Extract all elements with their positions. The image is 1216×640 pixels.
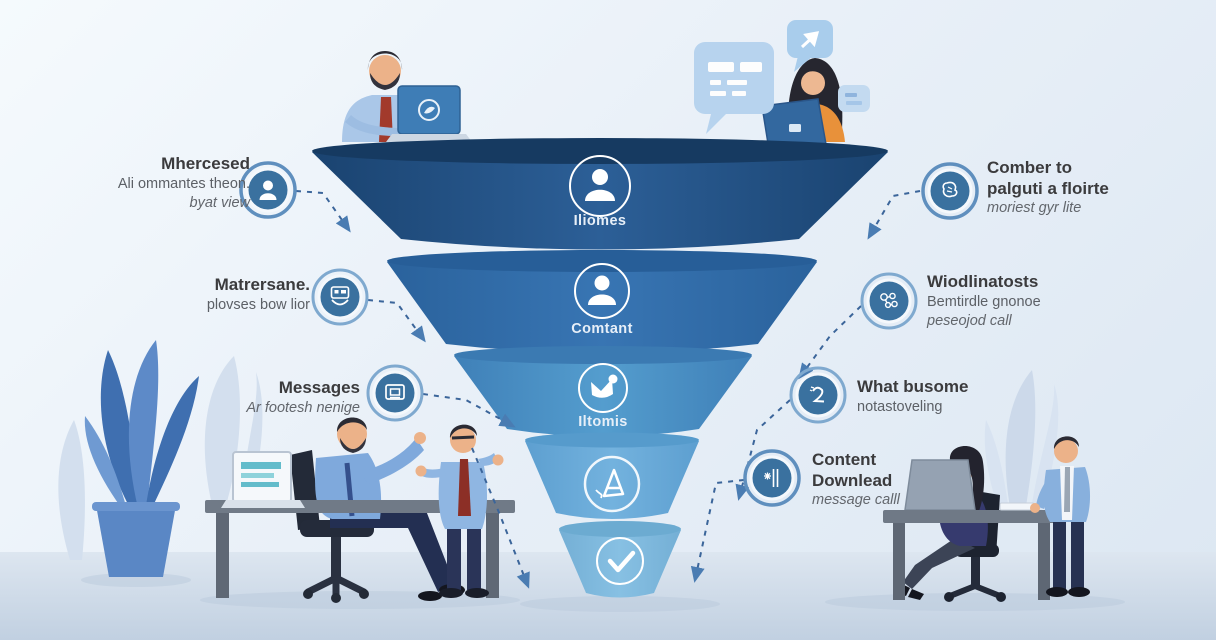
funnel-tier-5 bbox=[559, 521, 681, 598]
label-line: peseojod call bbox=[927, 312, 1012, 329]
label-title: Matrersane. bbox=[214, 275, 310, 294]
id-card-icon bbox=[366, 364, 424, 422]
label-line: Ar footesh nenige bbox=[246, 399, 360, 416]
side-icons bbox=[239, 161, 979, 507]
label-block-right-1: Comber to palguti a floirte moriest gyr … bbox=[987, 158, 1197, 219]
label-block-right-3: What busome notastoveling bbox=[857, 377, 1057, 417]
pale-plant-right bbox=[984, 370, 1059, 520]
label-block-left-3: Messages Ar footesh nenige bbox=[160, 378, 360, 418]
asterisk-icon bbox=[743, 449, 801, 507]
label-line: message calll bbox=[812, 492, 900, 509]
man-at-laptop-top-left bbox=[342, 51, 472, 142]
label-block-right-4: Content Downlead message calll bbox=[812, 450, 1002, 511]
tier2-user-icon bbox=[574, 263, 630, 319]
label-line: moriest gyr lite bbox=[987, 200, 1082, 217]
label-title: palguti a floirte bbox=[987, 178, 1109, 198]
speech-bubble-arrow bbox=[787, 20, 833, 72]
funnel-tier-2 bbox=[387, 250, 817, 353]
label-title: Messages bbox=[278, 378, 360, 397]
label-title: Comber to bbox=[987, 158, 1072, 177]
speech-bubble-large bbox=[694, 42, 774, 134]
label-title: What busome bbox=[857, 377, 969, 396]
share-arrow-icon bbox=[800, 31, 820, 49]
arrow-left-3 bbox=[422, 393, 516, 428]
funnel-tier-4 bbox=[525, 432, 699, 519]
label-block-right-2: Wiodlinatosts Bemtirdle gnonoe peseojod … bbox=[927, 272, 1147, 331]
funnel-tier1-label: Iliomes bbox=[573, 213, 627, 229]
arrow-right-2 bbox=[798, 305, 862, 380]
label-title: Wiodlinatosts bbox=[927, 272, 1039, 291]
user-icon bbox=[239, 161, 297, 219]
arrow-right-1 bbox=[867, 190, 921, 240]
tier4-paper-plane-icon bbox=[583, 455, 641, 513]
number-2-icon bbox=[789, 366, 847, 424]
label-line: byat view bbox=[189, 194, 250, 211]
chat-face-icon bbox=[311, 268, 369, 326]
label-line: notastoveling bbox=[857, 398, 943, 415]
molecule-icon bbox=[860, 272, 918, 330]
tier1-user-icon bbox=[569, 155, 631, 217]
arrow-left-4 bbox=[471, 447, 530, 589]
funnel-tier2-label: Comtant bbox=[571, 321, 633, 337]
speech-bubble-small bbox=[838, 85, 870, 112]
label-title: Mhercesed bbox=[161, 154, 250, 173]
label-block-left-2: Matrersane. plovses bow lior bbox=[110, 275, 310, 315]
laptop-logo-icon bbox=[418, 99, 440, 121]
funnel bbox=[312, 138, 888, 612]
label-line: plovses bow lior bbox=[206, 296, 310, 313]
arrow-left-1 bbox=[295, 190, 351, 233]
hand-gesture-icon bbox=[921, 162, 979, 220]
tier3-check-badge-icon bbox=[578, 363, 628, 413]
arrow-left-2 bbox=[367, 299, 426, 343]
label-block-left-1: Mhercesed Ali ommantes theon. byat view bbox=[35, 154, 250, 213]
label-line: Ali ommantes theon. bbox=[117, 175, 250, 192]
potted-plant bbox=[81, 340, 199, 587]
label-title: Downlead bbox=[812, 470, 893, 490]
funnel-tier3-label: Iltomis bbox=[578, 414, 628, 430]
laptop-logo-icon bbox=[789, 124, 801, 132]
office-scene-left bbox=[200, 417, 520, 609]
label-line: Bemtirdle gnonoe bbox=[927, 293, 1041, 310]
office-scene-right bbox=[825, 436, 1125, 611]
label-title: Content bbox=[812, 450, 877, 469]
tier5-checkmark-icon bbox=[596, 537, 644, 585]
